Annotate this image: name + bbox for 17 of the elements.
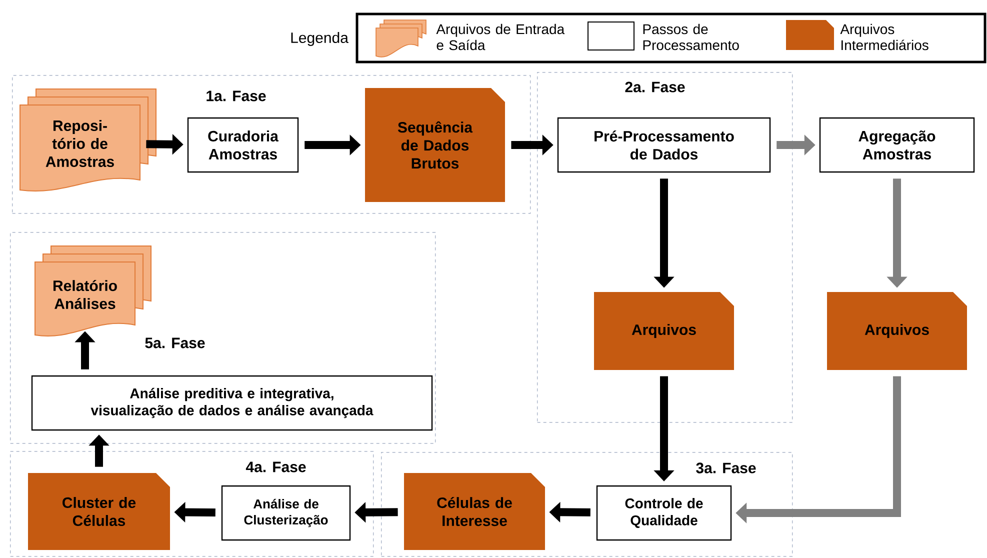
file-card: Arquivos	[827, 292, 967, 370]
legend-item: Arquivos Intermediários	[840, 24, 928, 50]
file-card: Cluster de Células	[28, 473, 170, 550]
file-card: Sequência de Dados Brutos	[365, 88, 505, 202]
process-box: Controle de Qualidade	[596, 485, 732, 541]
process-box: Pré-Processamento de Dados	[557, 117, 771, 173]
file-card: Arquivos	[594, 292, 734, 370]
process-box: Análise de Clusterização	[221, 485, 351, 541]
legend-item: Arquivos de Entrada e Saída	[436, 24, 565, 50]
document-stack: Relatório Análises	[34, 246, 152, 336]
process-box: Agregação Amostras	[819, 117, 975, 173]
legend-title: Legenda	[291, 32, 348, 46]
process-box: Análise preditiva e integrativa, visualização de dados e análise avançada	[31, 375, 433, 431]
document-stack: Reposi- tório de Amostras	[20, 88, 156, 192]
legend-item: Passos de Processamento	[643, 24, 739, 50]
process-box: Curadoria Amostras	[187, 117, 299, 173]
file-card: Células de Interesse	[404, 473, 545, 550]
